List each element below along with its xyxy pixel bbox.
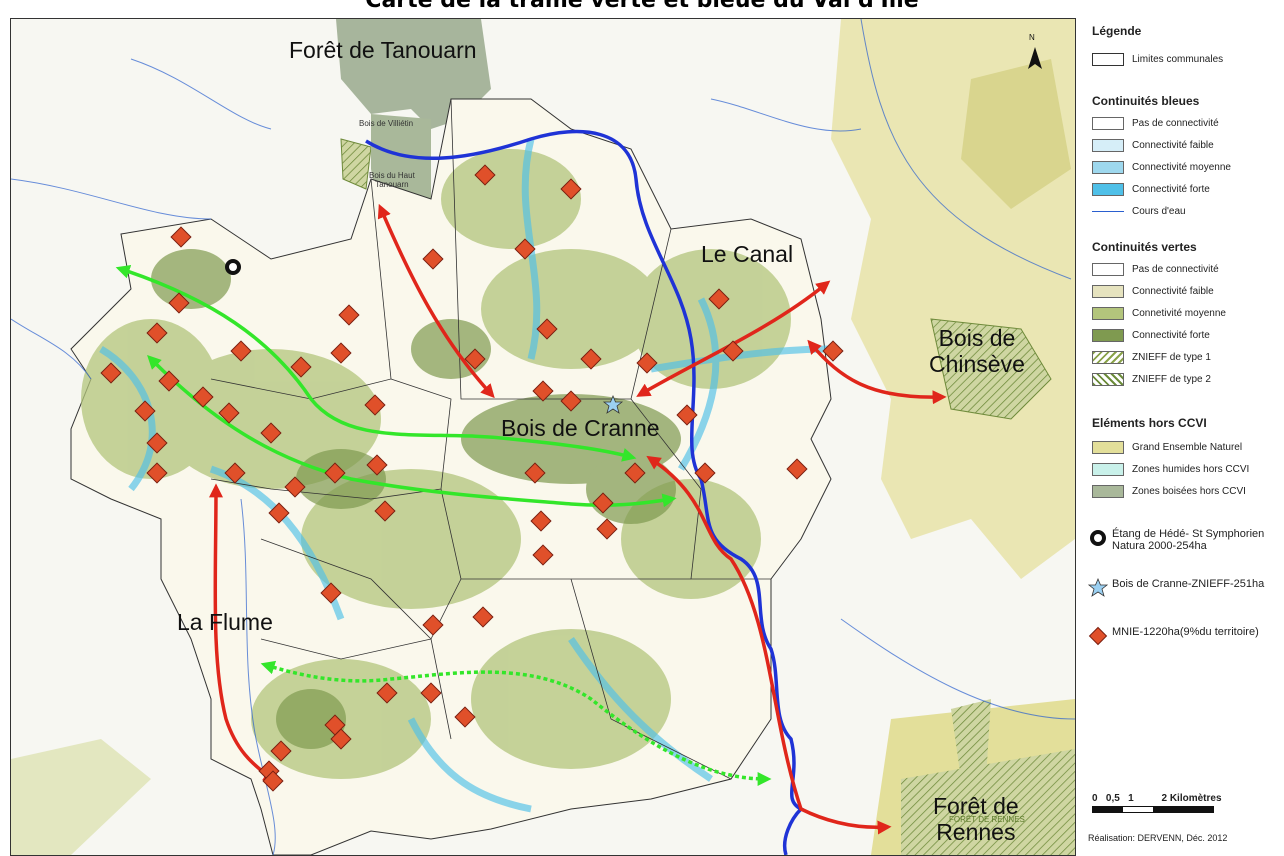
legend-row-limites: Limites communales	[1092, 50, 1223, 68]
legend-text-vertes-4: ZNIEFF de type 1	[1132, 351, 1211, 363]
scale-bar: 0 0,5 1 2 Kilomètres	[1092, 793, 1222, 813]
legend-row-hors-0: Grand Ensemble Naturel	[1092, 438, 1242, 456]
natura-legend-icon	[1090, 530, 1106, 546]
legend-text-vertes-3: Connectivité forte	[1132, 329, 1210, 341]
swatch-hors-2	[1092, 484, 1124, 498]
legend-text-znieff-star: Bois de Cranne-ZNIEFF-251ha	[1112, 578, 1265, 590]
label-foret-de-rennes-small: FORÊT DE RENNES	[949, 815, 1025, 824]
swatch-vertes-4	[1092, 350, 1124, 364]
north-label: N	[1029, 33, 1035, 42]
swatch-hors-1	[1092, 462, 1124, 476]
legend-text-vertes-0: Pas de connectivité	[1132, 263, 1219, 275]
legend-row-vertes-5: ZNIEFF de type 2	[1092, 370, 1211, 388]
label-bois-haut-tanouarn: Bois du Haut Tanouarn	[369, 171, 415, 189]
swatch-bleues-2	[1092, 160, 1124, 174]
legend-text-limites: Limites communales	[1132, 53, 1224, 65]
legend-text-hors-0: Grand Ensemble Naturel	[1132, 441, 1243, 453]
legend-row-hors-2: Zones boisées hors CCVI	[1092, 482, 1246, 500]
swatch-bleues-0	[1092, 116, 1124, 130]
legend-row-bleues-3: Connectivité forte	[1092, 180, 1210, 198]
natura-2000-marker	[225, 259, 241, 275]
legend-text-bleues-3: Connectivité forte	[1132, 183, 1210, 195]
label-la-flume: La Flume	[177, 609, 273, 635]
swatch-vertes-5	[1092, 372, 1124, 386]
swatch-bleues-4	[1092, 210, 1124, 212]
legend-heading-hors: Eléments hors CCVI	[1092, 416, 1207, 430]
swatch-bleues-1	[1092, 138, 1124, 152]
legend-text-bleues-0: Pas de connectivité	[1132, 117, 1219, 129]
legend-row-vertes-2: Connetivité moyenne	[1092, 304, 1226, 322]
legend-text-vertes-5: ZNIEFF de type 2	[1132, 373, 1211, 385]
map-canvas[interactable]: Forêt de Tanouarn Le Canal Bois de Chins…	[10, 18, 1076, 856]
mnie-markers	[100, 164, 844, 792]
swatch-vertes-3	[1092, 328, 1124, 342]
swatch-bleues-3	[1092, 182, 1124, 196]
map-svg	[11, 19, 1075, 855]
credit-text: Réalisation: DERVENN, Déc. 2012	[1088, 833, 1228, 843]
legend-heading: Légende	[1092, 24, 1142, 38]
legend-row-bleues-4: Cours d'eau	[1092, 202, 1186, 220]
legend-text-bleues-4: Cours d'eau	[1132, 205, 1186, 217]
swatch-vertes-0	[1092, 262, 1124, 276]
label-foret-tanouarn: Forêt de Tanouarn	[289, 37, 477, 63]
swatch-vertes-2	[1092, 306, 1124, 320]
legend-text-hors-1: Zones humides hors CCVI	[1132, 463, 1250, 475]
label-bois-villietin: Bois de Villiétin	[359, 119, 414, 128]
label-foret-rennes: Forêt de Rennes	[933, 793, 1019, 845]
legend-text-bleues-2: Connectivité moyenne	[1132, 161, 1231, 173]
legend-text-natura: Étang de Hédé- St Symphorien Natura 2000…	[1112, 528, 1265, 552]
map-title: Carte de la trame verte et bleue du Val …	[365, 0, 919, 13]
swatch-limites	[1092, 52, 1124, 66]
legend-heading-bleues: Continuités bleues	[1092, 94, 1200, 108]
label-bois-chinseve: Bois de Chinsève	[929, 325, 1025, 377]
legend-row-vertes-1: Connectivité faible	[1092, 282, 1214, 300]
legend-text-vertes-2: Connetivité moyenne	[1132, 307, 1226, 319]
swatch-hors-0	[1092, 440, 1124, 454]
legend-text-bleues-1: Connectivité faible	[1132, 139, 1214, 151]
scale-text: 0 0,5 1 2 Kilomètres	[1092, 793, 1222, 804]
label-le-canal: Le Canal	[701, 241, 794, 267]
legend-row-vertes-0: Pas de connectivité	[1092, 260, 1219, 278]
legend-mnie: MNIE-1220ha(9%du territoire)	[1088, 626, 1259, 646]
legend-row-vertes-4: ZNIEFF de type 1	[1092, 348, 1211, 366]
legend-row-hors-1: Zones humides hors CCVI	[1092, 460, 1249, 478]
znieff-star-marker	[602, 394, 624, 414]
legend-znieff-star: Bois de Cranne-ZNIEFF-251ha	[1088, 578, 1264, 598]
swatch-vertes-1	[1092, 284, 1124, 298]
legend-text-vertes-1: Connectivité faible	[1132, 285, 1214, 297]
star-legend-icon	[1088, 578, 1108, 597]
north-arrow-icon	[1028, 47, 1042, 69]
legend-row-bleues-1: Connectivité faible	[1092, 136, 1214, 154]
legend-row-bleues-0: Pas de connectivité	[1092, 114, 1219, 132]
scale-line	[1092, 806, 1214, 813]
legend-natura: Étang de Hédé- St Symphorien Natura 2000…	[1088, 528, 1264, 552]
legend-heading-vertes: Continuités vertes	[1092, 240, 1197, 254]
label-bois-cranne: Bois de Cranne	[501, 415, 660, 441]
legend-panel: Légende Limites communales Continuités b…	[1086, 18, 1284, 854]
legend-row-bleues-2: Connectivité moyenne	[1092, 158, 1231, 176]
legend-text-mnie: MNIE-1220ha(9%du territoire)	[1112, 626, 1259, 638]
mnie-legend-icon	[1088, 626, 1108, 646]
legend-text-hors-2: Zones boisées hors CCVI	[1132, 485, 1246, 497]
legend-row-vertes-3: Connectivité forte	[1092, 326, 1210, 344]
